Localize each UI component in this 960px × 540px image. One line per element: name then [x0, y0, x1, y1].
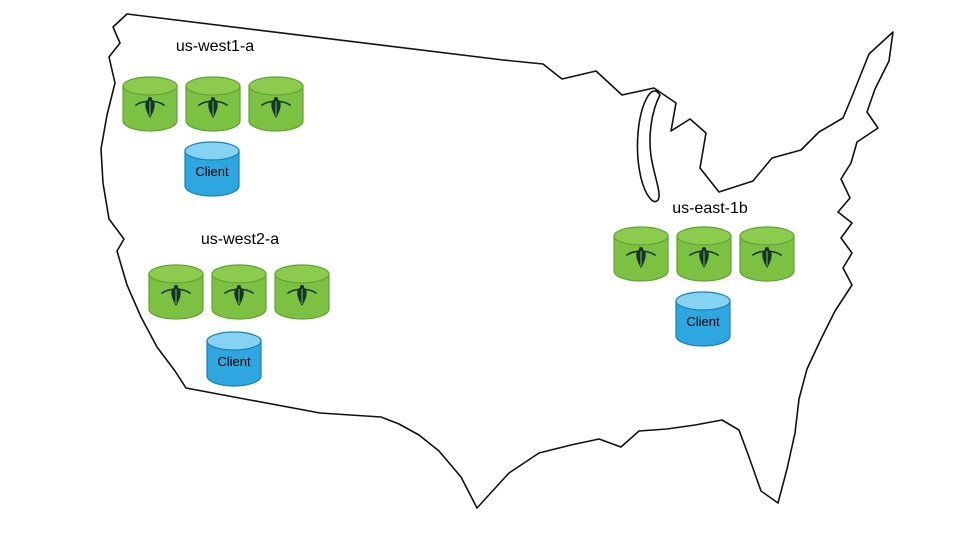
db-node-row — [612, 226, 796, 282]
client-cylinder: Client — [183, 141, 241, 197]
client-cylinder: Client — [674, 291, 732, 347]
region-label: us-west1-a — [175, 38, 255, 55]
cockroachdb-icon — [613, 226, 669, 282]
db-node-cylinder — [739, 226, 795, 282]
region-label: us-west2-a — [200, 231, 280, 248]
us-map-outline — [100, 13, 894, 509]
client-label: Client — [217, 354, 251, 369]
db-node-cylinder — [613, 226, 669, 282]
region-label: us-east-1b — [672, 200, 748, 217]
client-cylinder: Client — [205, 331, 263, 387]
client-label: Client — [686, 314, 720, 329]
cockroachdb-icon — [739, 226, 795, 282]
client-label: Client — [195, 164, 229, 179]
lake-michigan-outline — [636, 90, 661, 203]
db-node-cylinder — [676, 226, 732, 282]
cockroachdb-icon — [676, 226, 732, 282]
